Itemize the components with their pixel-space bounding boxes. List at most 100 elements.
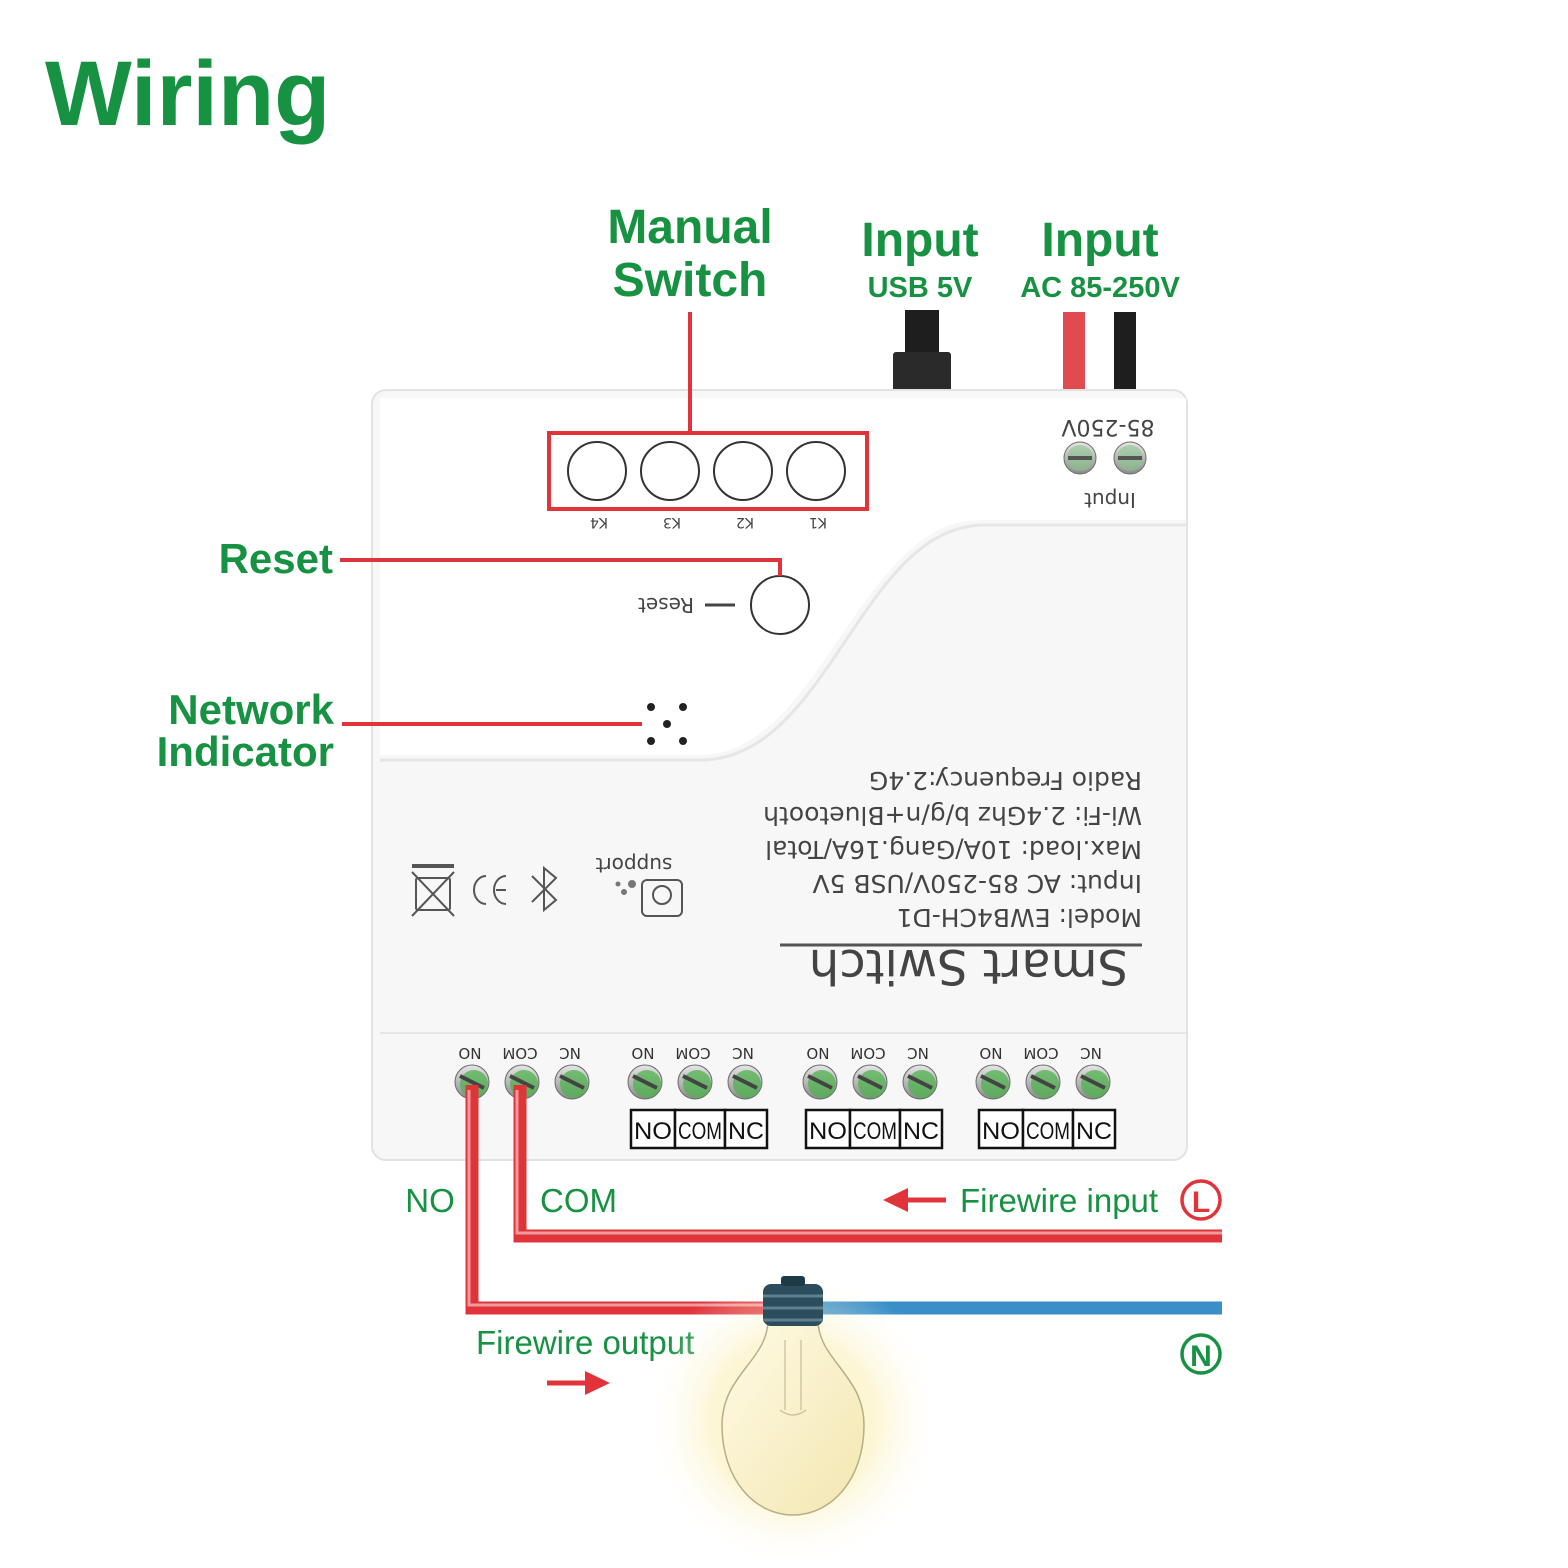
device-brand: Smart Switch [809, 938, 1128, 994]
callout-input-usb-title: Input [861, 214, 978, 267]
terminal-box-label: NO [634, 1118, 672, 1145]
terminal-box [629, 1108, 677, 1150]
power-rating-label: 85-250V [1062, 414, 1155, 439]
terminal-box [1021, 1108, 1075, 1150]
ac-live-wire [1063, 312, 1085, 394]
terminal-box-label: NC [728, 1118, 764, 1145]
page-title: Wiring [45, 43, 330, 145]
relay-terminal-label: COM [1023, 1044, 1058, 1062]
manual-switch-buttons [567, 441, 846, 501]
relay-terminal-label: NC [907, 1044, 929, 1062]
terminal-screw-slot [632, 1074, 658, 1090]
power-input-label: Input [1084, 488, 1136, 512]
fire-input-arrow [883, 1188, 946, 1212]
neutral-symbol: N [1180, 1333, 1222, 1375]
wire-label-no: NO [405, 1182, 455, 1219]
network-indicator-leds [647, 703, 687, 745]
relay-terminal-label: NO [458, 1044, 481, 1062]
terminal-box [898, 1108, 944, 1150]
terminal-screw-slot [1080, 1074, 1106, 1090]
callout-line-reset [340, 558, 782, 576]
terminal-box [804, 1108, 852, 1150]
reset-button[interactable] [750, 575, 810, 635]
terminal-box [723, 1108, 769, 1150]
certification-marks [411, 864, 558, 917]
no-wire-highlight [467, 1090, 1222, 1307]
relay-terminal-label: NO [806, 1044, 829, 1062]
relay-terminal-label: NC [1080, 1044, 1102, 1062]
button-k2[interactable] [713, 441, 773, 501]
terminal-screw-slot [907, 1074, 933, 1090]
callout-network-line2: Indicator [157, 728, 334, 775]
com-input-wire [513, 1085, 1222, 1243]
power-terminal-screws [1063, 441, 1147, 475]
manual-switch-highlight [547, 431, 869, 511]
relay-terminal-label: COM [850, 1044, 885, 1062]
callout-manual-switch-line2: Switch [613, 254, 768, 307]
button-k4[interactable] [567, 441, 627, 501]
callout-network-line1: Network [168, 686, 334, 733]
terminal-screw-slot [1030, 1074, 1056, 1090]
usb-cable [893, 310, 951, 394]
live-symbol-text: L [1192, 1186, 1210, 1219]
spec-model: Model: EWB4CH-D1 [897, 903, 1142, 932]
terminal-box-label: NO [982, 1118, 1020, 1145]
terminal-screw-slot [857, 1074, 883, 1090]
terminal-box [673, 1108, 727, 1150]
terminal-box-label: NC [903, 1118, 939, 1145]
terminal-screw-slot [980, 1074, 1006, 1090]
wire-label-com: COM [540, 1182, 617, 1219]
terminal-box-label: COM [853, 1118, 897, 1145]
terminal-box-label: COM [1026, 1118, 1070, 1145]
button-k1[interactable] [786, 441, 846, 501]
spec-max-load: Max.load: 10A/Gang.16A/Total [765, 835, 1142, 864]
neutral-symbol-text: N [1190, 1340, 1212, 1373]
live-symbol: L [1180, 1179, 1222, 1221]
relay-channel-4: NO COM NC [454, 1044, 590, 1100]
relay-terminal-label: NC [559, 1044, 581, 1062]
terminal-screw-slot [682, 1074, 708, 1090]
spec-wifi: Wi-Fi: 2.4Ghz b/g/n+Bluetooth [763, 801, 1142, 830]
terminal-box-label: NO [809, 1118, 847, 1145]
callout-input-ac-sub: AC 85-250V [1020, 272, 1180, 304]
fire-output-label: Firewire output [476, 1324, 694, 1361]
callout-manual-switch-line1: Manual [607, 201, 772, 254]
callout-reset: Reset [219, 535, 333, 582]
terminal-screw-slot [459, 1074, 485, 1090]
callout-input-usb-sub: USB 5V [868, 272, 973, 304]
terminal-box [1071, 1108, 1117, 1150]
terminal-box-label: COM [678, 1118, 722, 1145]
relay-terminal-label: NC [732, 1044, 754, 1062]
button-label-k4: K4 [590, 514, 608, 530]
relay-terminal-label: COM [675, 1044, 710, 1062]
spec-radio-frequency: Radio Frequency:2.4G [869, 766, 1142, 795]
terminal-box [848, 1108, 902, 1150]
fire-input-label: Firewire input [960, 1182, 1158, 1219]
terminal-screw-slot [559, 1074, 585, 1090]
relay-terminal-label: NO [631, 1044, 654, 1062]
support-label: support [595, 853, 672, 877]
terminal-screw-slot [807, 1074, 833, 1090]
relay-terminal-label: NO [979, 1044, 1002, 1062]
light-bulb-icon [643, 1270, 943, 1568]
ac-neutral-wire [1114, 312, 1136, 394]
callout-input-ac-title: Input [1041, 214, 1158, 267]
relay-terminal-label: COM [502, 1044, 537, 1062]
button-label-k1: K1 [809, 514, 827, 530]
spec-input: Input: AC 85-250V/USB 5V [812, 869, 1142, 898]
button-k3[interactable] [640, 441, 700, 501]
button-label-k2: K2 [736, 514, 754, 530]
terminal-screw-slot [509, 1074, 535, 1090]
terminal-screw-slot [732, 1074, 758, 1090]
fire-output-arrow [547, 1371, 610, 1395]
button-label-k3: K3 [663, 514, 681, 530]
no-output-wire [465, 1085, 770, 1315]
device-reset-label: Reset [638, 593, 694, 617]
support-logo [615, 879, 683, 917]
terminal-box-label: NC [1076, 1118, 1112, 1145]
